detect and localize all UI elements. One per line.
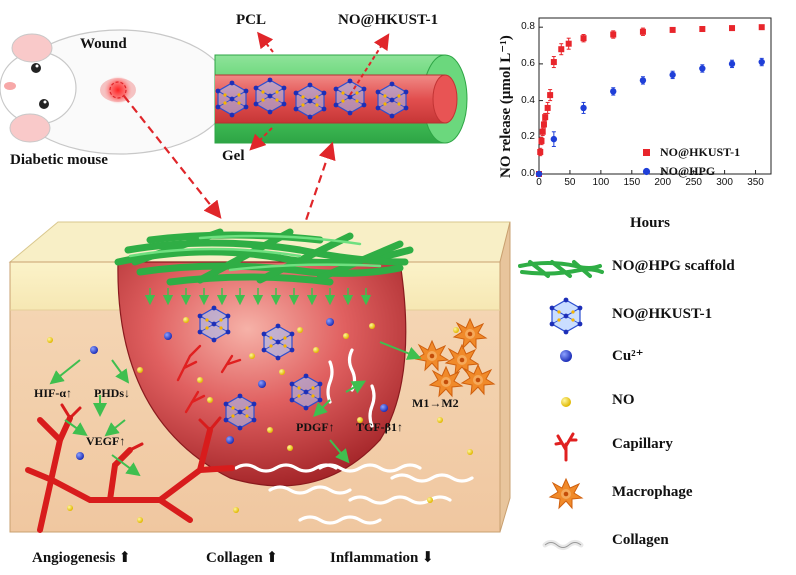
x-tick-label: 350 bbox=[747, 177, 764, 188]
y-tick-label: 0.6 bbox=[521, 57, 535, 69]
data-point-hkust bbox=[538, 137, 545, 144]
outcome-inflammation: Inflammation⬇ bbox=[330, 548, 434, 567]
y-tick-label: 0.0 bbox=[521, 168, 535, 179]
data-point-hkust bbox=[580, 35, 587, 42]
chart-x-axis-label: Hours bbox=[630, 215, 671, 231]
x-tick-label: 100 bbox=[592, 177, 610, 188]
legend-label-mof: NO@HKUST-1 bbox=[612, 306, 713, 322]
legend-label-no: NO bbox=[612, 392, 635, 408]
scaffold-icon bbox=[518, 260, 604, 278]
up-arrow-icon: ⬆ bbox=[265, 550, 279, 566]
data-point-hkust bbox=[547, 92, 554, 99]
data-point-hkust bbox=[544, 104, 551, 111]
pdgf-label: PDGF↑ bbox=[296, 420, 335, 434]
diabetic-mouse-label: Diabetic mouse bbox=[10, 152, 108, 168]
data-point-hpg bbox=[699, 65, 706, 72]
y-tick-label: 0.8 bbox=[521, 21, 535, 33]
outcome-label: Angiogenesis bbox=[32, 550, 116, 566]
data-point-hpg bbox=[580, 104, 587, 112]
wound-label: Wound bbox=[80, 36, 127, 52]
data-point-hkust bbox=[537, 148, 544, 155]
gel-label: Gel bbox=[222, 148, 245, 164]
legend-label-copper: Cu²⁺ bbox=[612, 348, 644, 364]
chart-plot-area bbox=[538, 17, 772, 175]
outcome-angiogenesis: Angiogenesis⬆ bbox=[32, 548, 131, 567]
data-point-hpg bbox=[728, 60, 736, 68]
capillary-icon bbox=[554, 432, 578, 462]
scattered-ions bbox=[47, 317, 473, 523]
x-tick-label: 250 bbox=[685, 177, 702, 188]
data-point-hpg bbox=[610, 88, 617, 95]
x-tick-label: 50 bbox=[564, 177, 576, 188]
data-point-hkust bbox=[540, 121, 547, 128]
y-tick-label: 0.4 bbox=[521, 94, 535, 106]
data-point-hkust bbox=[542, 114, 549, 121]
legend-icons bbox=[518, 260, 604, 550]
data-point-hkust bbox=[639, 28, 646, 35]
m1-m2-label: M1→M2 bbox=[412, 396, 459, 410]
down-arrow-icon: ⬇ bbox=[421, 550, 434, 566]
mof-label: NO@HKUST-1 bbox=[338, 12, 439, 28]
data-point-hkust bbox=[729, 25, 736, 32]
data-point-hpg bbox=[639, 77, 647, 84]
data-point-hpg bbox=[669, 71, 676, 79]
legend-label-capillary: Capillary bbox=[612, 436, 673, 452]
tgf-label: TGF-β1↑ bbox=[356, 420, 403, 434]
chart-y-axis-label: NO release (μmol L⁻¹) bbox=[498, 35, 514, 178]
outcome-label: Collagen bbox=[206, 550, 263, 566]
legend-label-macrophage: Macrophage bbox=[612, 484, 693, 500]
phd-label: PHDs↓ bbox=[94, 386, 130, 400]
hif-label: HIF-α↑ bbox=[34, 386, 73, 400]
data-point-hpg bbox=[758, 58, 765, 66]
data-point-hkust bbox=[610, 31, 617, 38]
chart-legend-label-hpg: NO@HPG bbox=[660, 164, 716, 178]
legend-marker-hpg bbox=[642, 167, 651, 176]
macrophage-icon bbox=[549, 478, 583, 509]
x-tick-label: 200 bbox=[654, 177, 672, 188]
data-point-hkust bbox=[550, 59, 557, 66]
collagen-icon bbox=[542, 540, 584, 550]
no-molecule-icon bbox=[561, 397, 571, 407]
data-point-hkust bbox=[558, 46, 565, 53]
y-tick-label: 0.2 bbox=[521, 131, 535, 143]
tissue-block bbox=[8, 221, 511, 533]
mof-crystal-icon bbox=[548, 297, 584, 335]
data-point-hkust bbox=[758, 24, 765, 31]
data-point-hkust bbox=[699, 26, 706, 33]
outcome-label: Inflammation bbox=[330, 550, 419, 566]
copper-ion-icon bbox=[560, 350, 572, 362]
diabetic-mouse-illustration bbox=[0, 29, 231, 155]
legend-label-collagen: Collagen bbox=[612, 532, 669, 548]
vegf-label: VEGF↑ bbox=[86, 434, 126, 448]
chart-legend-label-hkust: NO@HKUST-1 bbox=[660, 145, 741, 159]
no-release-chart bbox=[535, 17, 772, 178]
outcome-collagen: Collagen⬆ bbox=[206, 548, 278, 567]
x-tick-label: 150 bbox=[623, 177, 641, 188]
data-point-hkust bbox=[669, 26, 676, 33]
data-point-hpg bbox=[535, 170, 543, 178]
x-tick-label: 0 bbox=[536, 177, 542, 188]
data-point-hkust bbox=[565, 40, 572, 47]
fiber-illustration bbox=[214, 54, 468, 144]
pcl-label: PCL bbox=[236, 12, 266, 28]
legend-marker-hkust bbox=[643, 149, 650, 156]
up-arrow-icon: ⬆ bbox=[118, 550, 131, 566]
legend-label-scaffold: NO@HPG scaffold bbox=[612, 258, 735, 274]
data-point-hpg bbox=[550, 135, 558, 143]
data-point-hkust bbox=[539, 128, 546, 135]
x-tick-label: 300 bbox=[716, 177, 733, 188]
